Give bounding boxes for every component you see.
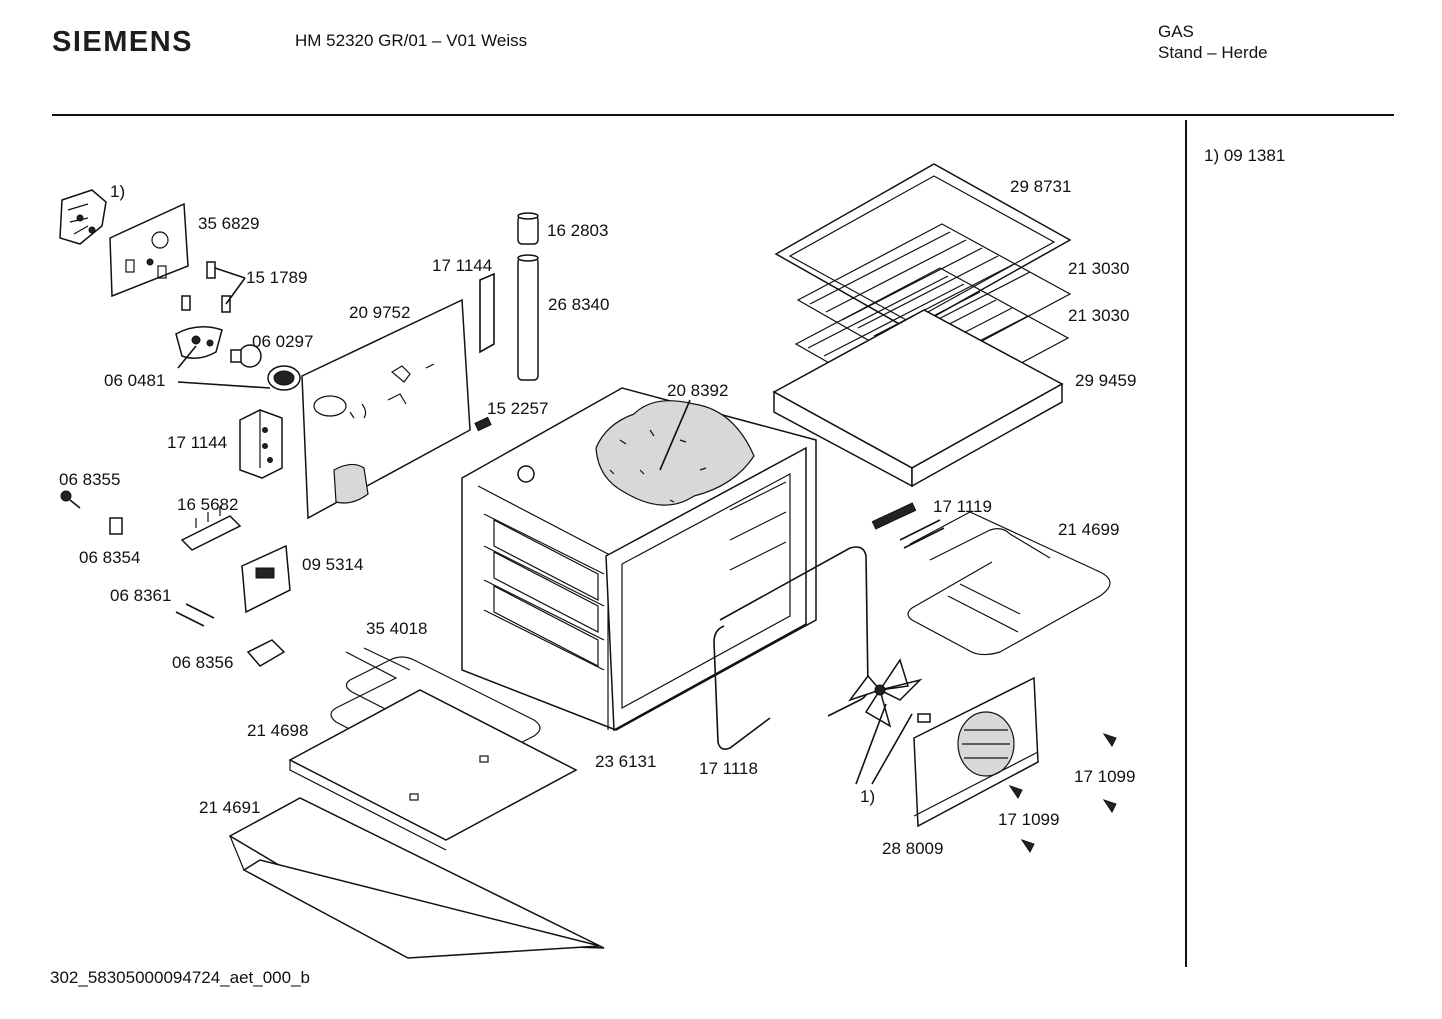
leader-208392 <box>659 399 691 471</box>
label-068354: 06 8354 <box>79 548 140 567</box>
oven-lamp-bulb <box>230 344 262 368</box>
thermostat-part <box>59 189 107 245</box>
label-213030-a: 21 3030 <box>1068 259 1129 278</box>
label-171118: 17 1118 <box>699 759 758 778</box>
label-236131: 23 6131 <box>595 752 656 771</box>
label-298731: 29 8731 <box>1010 177 1071 196</box>
model-title: HM 52320 GR/01 – V01 Weiss <box>295 31 528 50</box>
label-171099-right: 17 1099 <box>1074 767 1135 786</box>
label-214698: 21 4698 <box>247 721 308 740</box>
category-line-1: GAS <box>1158 22 1194 41</box>
label-214699: 21 4699 <box>1058 520 1119 539</box>
control-panel-bracket <box>109 202 189 298</box>
clip-171119 <box>871 502 917 530</box>
hinge-bracket-right <box>479 272 495 354</box>
baking-tray-298731 <box>774 163 1072 331</box>
label-068356: 06 8356 <box>172 653 233 672</box>
appliance-category: GAS Stand – Herde <box>1158 21 1268 63</box>
terminal-block-165682 <box>180 506 242 551</box>
label-354018: 35 4018 <box>366 619 427 638</box>
switch-clips <box>181 261 246 313</box>
label-095314: 09 5314 <box>302 555 363 574</box>
footnote-1: 1) 09 1381 <box>1204 146 1286 165</box>
oven-side-panel <box>301 298 471 520</box>
label-288009: 28 8009 <box>882 839 943 858</box>
leader-060481 <box>177 345 271 389</box>
clip-068354 <box>109 517 123 535</box>
door-seal-bottom <box>713 625 771 750</box>
fan-cover-288009 <box>913 676 1039 828</box>
ref-label-1-fan: 1) <box>860 787 875 806</box>
label-068361: 06 8361 <box>110 586 171 605</box>
bottom-plate-214698 <box>288 689 578 851</box>
label-151789: 15 1789 <box>246 268 307 287</box>
label-208392: 20 8392 <box>667 381 728 400</box>
label-068355: 06 8355 <box>59 470 120 489</box>
top-heater-214699 <box>907 511 1111 656</box>
category-line-2: Stand – Herde <box>1158 43 1268 62</box>
label-209752: 20 9752 <box>349 303 410 322</box>
header-divider <box>52 114 1394 116</box>
switch-bracket-095314 <box>241 544 291 614</box>
base-tray-214691 <box>228 797 605 959</box>
heater-terminals <box>899 519 945 549</box>
label-060297: 06 0297 <box>252 332 313 351</box>
label-162803: 16 2803 <box>547 221 608 240</box>
screws-068361 <box>175 603 215 627</box>
lamp-holder <box>175 326 223 359</box>
label-171119: 17 1119 <box>933 497 992 516</box>
bottom-heater-354018 <box>330 647 541 778</box>
door-seal-top <box>719 546 869 717</box>
siemens-logo: SIEMENS <box>52 26 194 58</box>
label-060481: 06 0481 <box>104 371 165 390</box>
screw-171099-a <box>1102 733 1117 747</box>
label-299459: 29 9459 <box>1075 371 1136 390</box>
tube-162803 <box>517 212 539 245</box>
label-214691: 21 4691 <box>199 798 260 817</box>
deep-tray-299459 <box>772 309 1064 488</box>
screw-171099-c <box>1008 785 1023 799</box>
insulation-mat <box>595 400 755 506</box>
sidebar-divider <box>1185 120 1187 967</box>
fan-blade <box>847 658 931 728</box>
label-356829: 35 6829 <box>198 214 259 233</box>
label-171144-right: 17 1144 <box>432 256 492 275</box>
leader-fan-ref <box>855 703 913 785</box>
label-171144-left: 17 1144 <box>167 433 227 452</box>
label-165682: 16 5682 <box>177 495 238 514</box>
part-labels: 1) 35 6829 15 1789 06 0297 06 0481 17 11… <box>59 177 1136 858</box>
label-213030-b: 21 3030 <box>1068 306 1129 325</box>
clip-152257 <box>474 416 492 432</box>
screw-171099-b <box>1102 799 1117 813</box>
connector-068356 <box>246 639 286 667</box>
label-171099-bottom: 17 1099 <box>998 810 1059 829</box>
ref-label-1-top: 1) <box>110 182 125 201</box>
label-268340: 26 8340 <box>548 295 609 314</box>
document-id: 302_58305000094724_aet_000_b <box>50 968 310 987</box>
screw-171099-d <box>1020 839 1035 853</box>
label-152257: 15 2257 <box>487 399 548 418</box>
tube-268340 <box>517 254 539 381</box>
hinge-bracket-left <box>239 409 283 479</box>
lamp-cover <box>267 365 301 391</box>
screw-068355 <box>60 490 81 509</box>
